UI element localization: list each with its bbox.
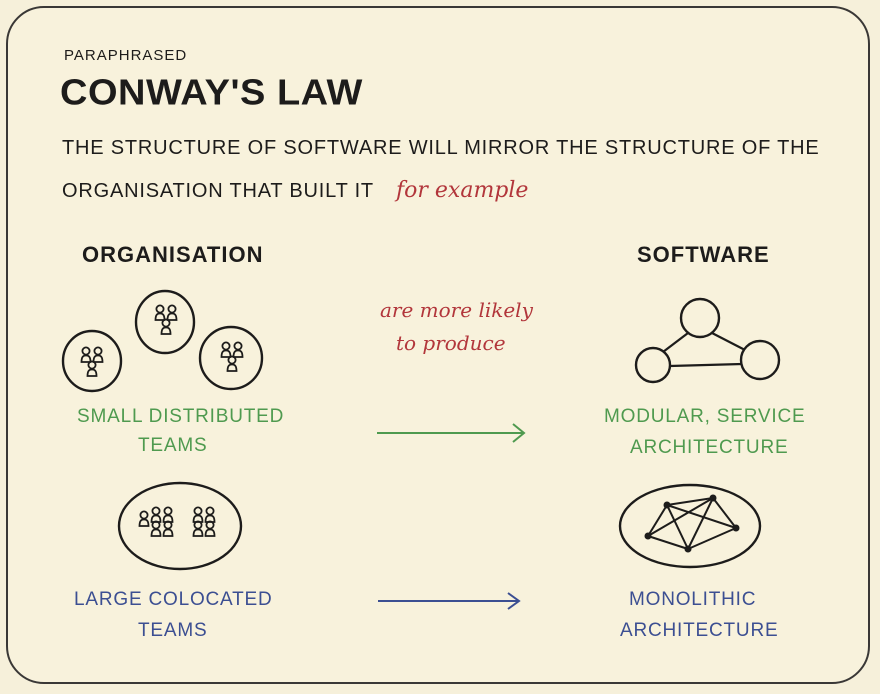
monolithic-arch-label-2: ARCHITECTURE — [620, 620, 779, 641]
arrow-small-to-modular — [377, 423, 526, 443]
large-teams-label-2: TEAMS — [138, 620, 208, 641]
organisation-heading: ORGANISATION — [82, 242, 264, 267]
kicker-text: PARAPHRASED — [64, 47, 188, 64]
small-team-group-2 — [134, 289, 196, 355]
page-title: CONWAY'S LAW — [60, 73, 363, 113]
small-team-group-1 — [61, 329, 123, 393]
statement-line-1: THE STRUCTURE OF SOFTWARE WILL MIRROR TH… — [62, 137, 820, 159]
statement-line-2: ORGANISATION THAT BUILT IT — [62, 180, 374, 202]
modular-architecture-graph — [634, 297, 781, 384]
large-teams-label-1: LARGE COLOCATED — [74, 589, 273, 610]
for-example-text: for example — [396, 178, 529, 203]
card-frame — [6, 6, 870, 684]
large-team-group — [117, 481, 243, 571]
modular-arch-label-2: ARCHITECTURE — [630, 437, 789, 458]
relation-line-2: to produce — [396, 331, 506, 355]
monolithic-arch-label-1: MONOLITHIC — [629, 589, 757, 610]
arrow-large-to-monolithic — [378, 592, 521, 610]
software-heading: SOFTWARE — [637, 242, 770, 267]
monolithic-architecture-graph — [618, 483, 762, 569]
relation-line-1: are more likely — [380, 298, 533, 322]
small-teams-label-1: SMALL DISTRIBUTED — [77, 406, 285, 427]
modular-arch-label-1: MODULAR, SERVICE — [604, 406, 806, 427]
small-team-group-3 — [198, 325, 264, 391]
small-teams-label-2: TEAMS — [138, 435, 208, 456]
